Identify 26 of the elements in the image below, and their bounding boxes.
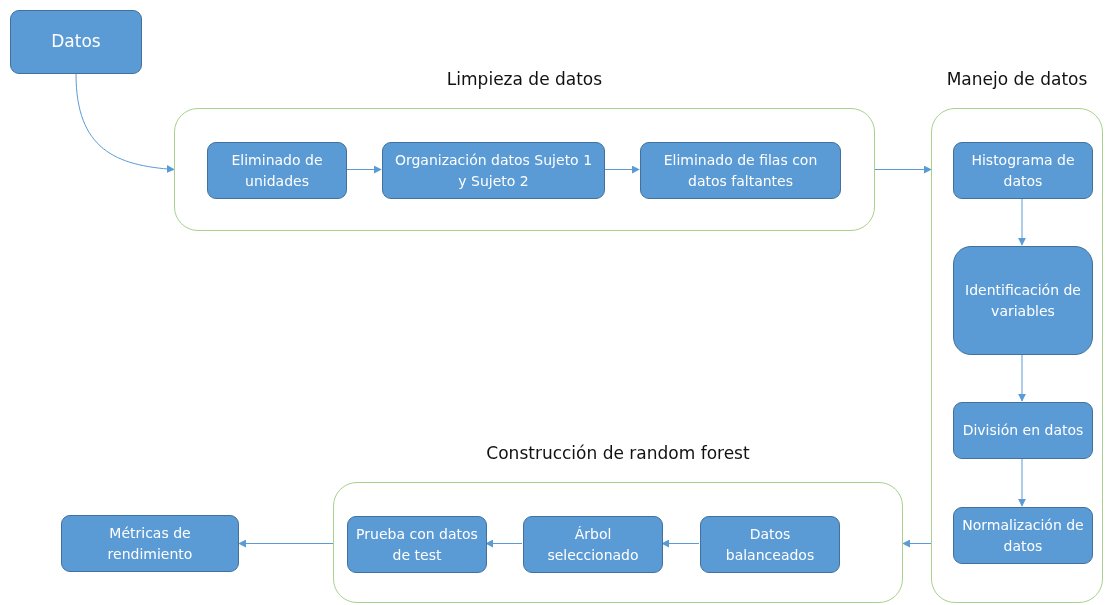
arrow [1018, 353, 1026, 402]
arrow [661, 539, 700, 548]
process-box: Identificación de variables [953, 246, 1093, 355]
arrow [1018, 457, 1026, 507]
arrow [603, 165, 640, 174]
group-heading: Construcción de random forest [486, 443, 750, 463]
group-heading: Manejo de datos [946, 69, 1088, 89]
process-box: División en datos [953, 402, 1093, 459]
arrow [1018, 197, 1026, 246]
process-box: Organización datos Sujeto 1 y Sujeto 2 [382, 142, 605, 199]
arrow [75, 73, 175, 173]
process-box: Datos [10, 10, 142, 74]
arrow [345, 165, 382, 174]
process-box: Eliminado de filas con datos faltantes [640, 142, 841, 199]
arrow [485, 539, 523, 548]
arrow [874, 165, 932, 174]
group-heading: Limpieza de datos [446, 69, 603, 89]
process-box: Prueba con datos de test [347, 516, 487, 573]
process-box: Eliminado de unidades [207, 142, 347, 199]
process-box: Normalización de datos [953, 507, 1093, 564]
process-box: Datos balanceados [700, 516, 840, 573]
arrow [902, 539, 932, 548]
process-box: Árbol seleccionado [523, 516, 663, 573]
process-box: Histograma de datos [953, 142, 1093, 199]
process-box: Métricas de rendimiento [61, 515, 239, 572]
arrow [238, 539, 334, 548]
